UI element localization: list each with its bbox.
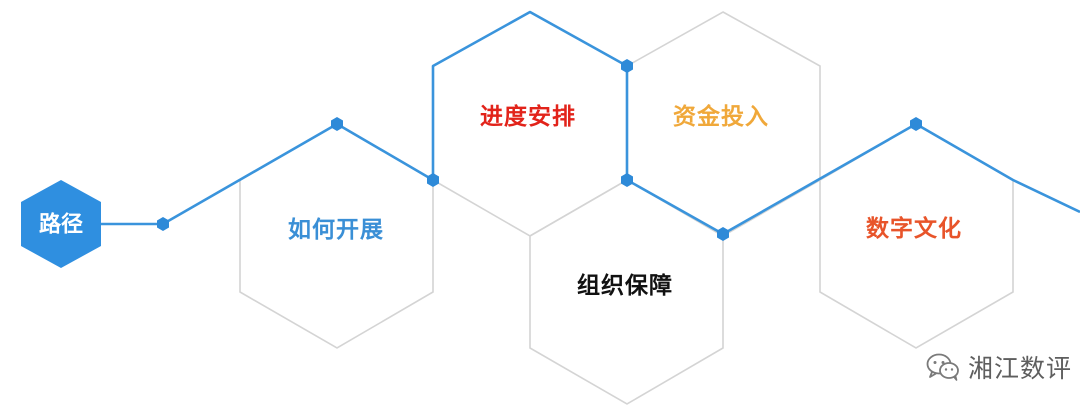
wechat-icon: [926, 353, 959, 381]
path-node: [427, 173, 439, 187]
roadmap-nodes: [157, 59, 922, 241]
watermark-text: 湘江数评: [967, 354, 1072, 383]
path-node: [157, 217, 169, 231]
hex-label-capital-investment: 资金投入: [673, 103, 769, 130]
hex-label-organizational-support: 组织保障: [577, 272, 673, 299]
path-node: [717, 227, 729, 241]
start-badge-label: 路径: [39, 212, 83, 238]
start-badge-hexagon: [21, 180, 101, 268]
hex-label-how-to-carry-out: 如何开展: [288, 217, 384, 243]
account-watermark: 湘江数评: [926, 349, 1072, 385]
path-node: [331, 117, 343, 131]
path-node: [621, 173, 633, 187]
hex-label-digital-culture: 数字文化: [866, 215, 962, 242]
path-node: [910, 117, 922, 131]
path-node: [621, 59, 633, 73]
roadmap-path-line: [100, 10, 1080, 236]
hex-label-schedule: 进度安排: [480, 103, 576, 130]
